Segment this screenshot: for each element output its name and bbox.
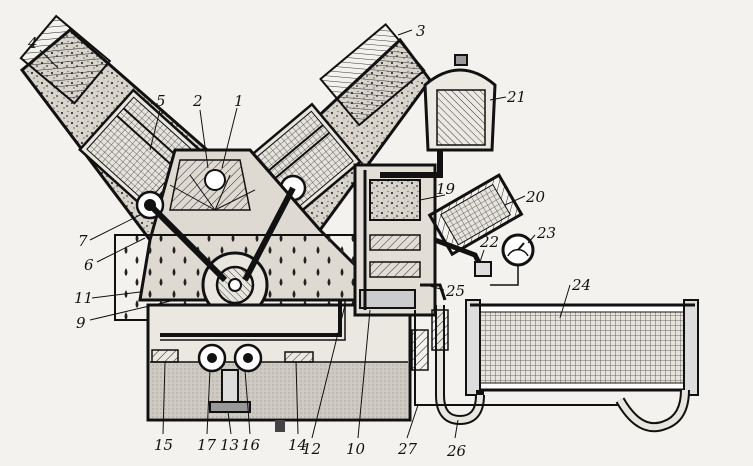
oil-sump [146,300,412,432]
label-14: 14 [288,436,307,454]
label-15: 15 [154,436,173,454]
leader-lines [39,29,571,439]
label-6: 6 [84,256,94,274]
label-11: 11 [74,289,93,307]
label-27: 27 [397,440,418,458]
centrifugal-filter [380,54,497,178]
filter-housing [353,163,437,317]
label-4: 4 [27,34,38,52]
label-20: 20 [525,188,546,206]
oil-cooler [465,299,699,396]
oil-pressure-gauge [490,233,535,286]
label-22: 22 [479,233,499,251]
label-23: 23 [536,224,556,242]
label-3: 3 [416,22,426,40]
label-5: 5 [156,92,166,110]
label-7: 7 [78,232,88,250]
label-13: 13 [220,436,239,454]
label-12: 12 [302,440,321,458]
label-19: 19 [436,180,456,198]
label-25: 25 [445,282,465,300]
callout-labels: 1 2 3 4 5 6 7 9 10 11 12 13 14 15 16 17 … [27,22,591,460]
label-2: 2 [192,92,203,110]
label-9: 9 [76,314,86,332]
fine-filter [427,173,524,257]
label-16: 16 [241,436,261,454]
label-26: 26 [446,442,467,460]
cooler-hoses [411,283,690,433]
pressure-sender [474,261,492,277]
label-24: 24 [571,276,591,294]
label-10: 10 [346,440,366,458]
label-17: 17 [197,436,217,454]
label-1: 1 [234,92,244,110]
label-21: 21 [506,88,526,106]
